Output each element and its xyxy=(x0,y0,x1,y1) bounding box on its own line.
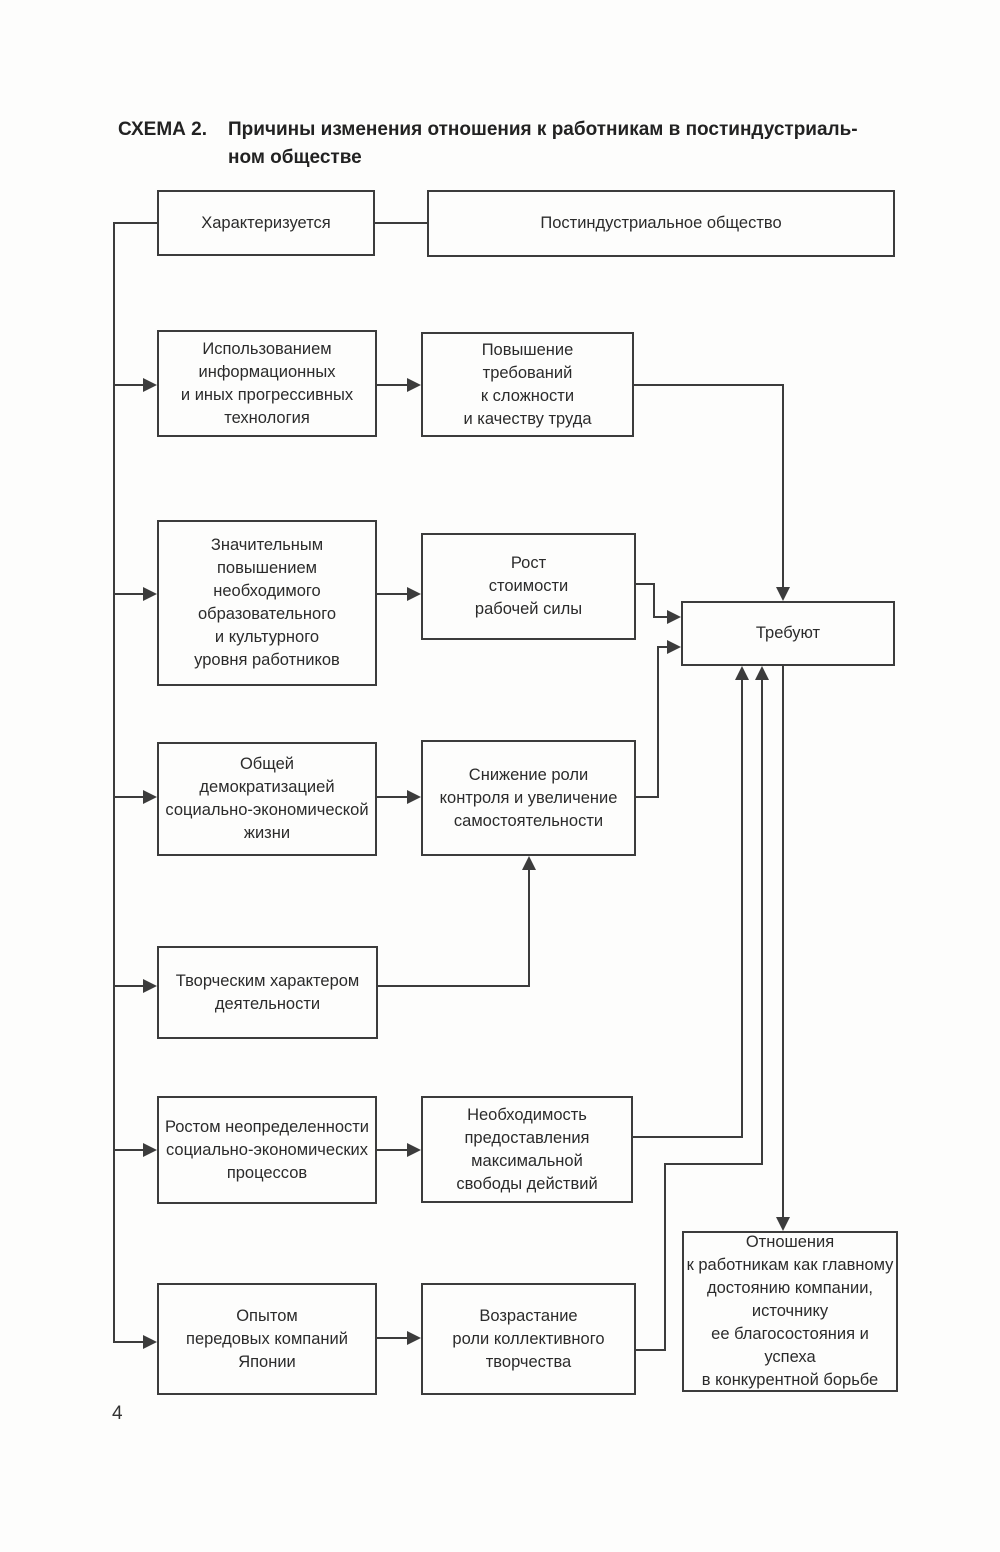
connector-require-down xyxy=(782,666,784,1218)
connector-spine-top xyxy=(113,222,157,224)
arrow-into-require-left-upper xyxy=(667,610,681,624)
page-number: 4 xyxy=(112,1403,123,1424)
scheme-title-text: Причины изменения отношения к работникам… xyxy=(228,119,858,168)
node-cause-education: Значительным повышением необходимого обр… xyxy=(157,520,377,686)
arrow-into-cause-education xyxy=(143,587,157,601)
node-cause-japan: Опытом передовых компаний Японии xyxy=(157,1283,377,1395)
arrow-into-require-top xyxy=(776,587,790,601)
node-effect-control: Снижение роли контроля и увеличение само… xyxy=(421,740,636,856)
arrow-into-cause-creative xyxy=(143,979,157,993)
node-effect-freedom: Необходимость предоставления максимально… xyxy=(421,1096,633,1203)
connector-characterized-postindustrial xyxy=(375,222,427,224)
arrow-into-effect-cost xyxy=(407,587,421,601)
connector-collective-up1 xyxy=(664,1163,666,1351)
connector-control-right xyxy=(636,796,659,798)
connector-creative-up xyxy=(528,868,530,987)
connector-uncertainty-freedom xyxy=(377,1149,408,1151)
node-postindustrial-society: Постиндустриальное общество xyxy=(427,190,895,257)
connector-collective-up2 xyxy=(761,678,763,1165)
connector-cost-into xyxy=(653,616,668,618)
connector-cost-right xyxy=(636,583,655,585)
connector-cost-down xyxy=(653,583,655,617)
arrow-into-cause-democracy xyxy=(143,790,157,804)
arrow-into-effect-control xyxy=(407,790,421,804)
connector-tech-demands xyxy=(377,384,408,386)
node-characterized: Характеризуется xyxy=(157,190,375,256)
arrow-into-outcome xyxy=(776,1217,790,1231)
connector-creative-right xyxy=(378,985,530,987)
connector-branch-1 xyxy=(113,384,144,386)
node-cause-uncertainty: Ростом неопределенности социально-эконом… xyxy=(157,1096,377,1204)
connector-branch-3 xyxy=(113,796,144,798)
arrow-into-require-left-lower xyxy=(667,640,681,654)
connector-collective-right xyxy=(636,1349,666,1351)
arrow-into-cause-japan xyxy=(143,1335,157,1349)
connector-branch-4 xyxy=(113,985,144,987)
connector-collective-across xyxy=(664,1163,763,1165)
arrow-into-effect-collective xyxy=(407,1331,421,1345)
connector-spine xyxy=(113,222,115,1343)
arrow-into-cause-tech xyxy=(143,378,157,392)
connector-control-into xyxy=(657,646,669,648)
arrow-into-effect-demands xyxy=(407,378,421,392)
node-require: Требуют xyxy=(681,601,895,666)
node-outcome: Отношения к работникам как главному дост… xyxy=(682,1231,898,1392)
connector-branch-5 xyxy=(113,1149,144,1151)
node-cause-democracy: Общей демократизацией социально-экономич… xyxy=(157,742,377,856)
node-cause-tech: Использованием информационных и иных про… xyxy=(157,330,377,437)
connector-branch-2 xyxy=(113,593,144,595)
node-effect-demands: Повышение требований к сложности и качес… xyxy=(421,332,634,437)
connector-branch-6 xyxy=(113,1341,144,1343)
node-effect-cost: Рост стоимости рабочей силы xyxy=(421,533,636,640)
node-cause-creative: Творческим характером деятельности xyxy=(157,946,378,1039)
arrow-into-require-bottom-left xyxy=(735,666,749,680)
connector-freedom-up xyxy=(741,678,743,1138)
connector-control-up xyxy=(657,646,659,798)
scheme-title: СХЕМА 2. Причины изменения отношения к р… xyxy=(118,116,858,172)
arrow-into-effect-freedom xyxy=(407,1143,421,1157)
connector-freedom-right xyxy=(633,1136,743,1138)
connector-education-cost xyxy=(377,593,408,595)
connector-demands-right xyxy=(634,384,784,386)
connector-demands-down xyxy=(782,384,784,588)
arrow-into-effect-control-bottom xyxy=(522,856,536,870)
connector-japan-collective xyxy=(377,1337,408,1339)
connector-democracy-control xyxy=(377,796,408,798)
arrow-into-cause-uncertainty xyxy=(143,1143,157,1157)
arrow-into-require-bottom-right xyxy=(755,666,769,680)
scheme-title-number: СХЕМА 2. xyxy=(118,119,208,140)
node-effect-collective: Возрастание роли коллективного творчеств… xyxy=(421,1283,636,1395)
